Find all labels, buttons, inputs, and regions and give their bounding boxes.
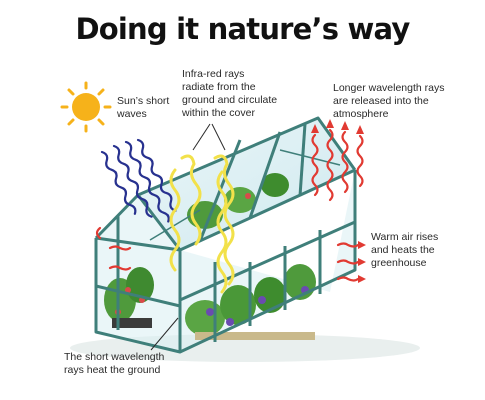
label-infrared: Infra-red rays radiate from the ground a… (182, 68, 278, 119)
warm-air-left-rays (95, 226, 132, 271)
label-sun-short-waves: Sun’s short waves (117, 95, 170, 120)
planter-shelf (195, 332, 315, 340)
label-short-wavelength: The short wavelength rays heat the groun… (64, 351, 165, 376)
front-wall-glass (96, 170, 355, 352)
sun-icon (60, 81, 112, 133)
planter-box (112, 318, 152, 328)
pointer-lines (150, 123, 226, 351)
label-longer-wavelength: Longer wavelength rays are released into… (333, 82, 445, 120)
longer-wave-rays (311, 128, 364, 202)
page-title: Doing it nature’s way (75, 12, 411, 46)
short-wave-rays (100, 138, 177, 223)
label-warm-air: Warm air rises and heats the greenhouse (371, 231, 439, 269)
infrared-rays (169, 154, 235, 294)
frame (94, 116, 357, 354)
warm-air-rays (336, 242, 360, 282)
warm-air-arrowheads (358, 241, 366, 283)
longer-wave-arrowheads (311, 119, 364, 134)
